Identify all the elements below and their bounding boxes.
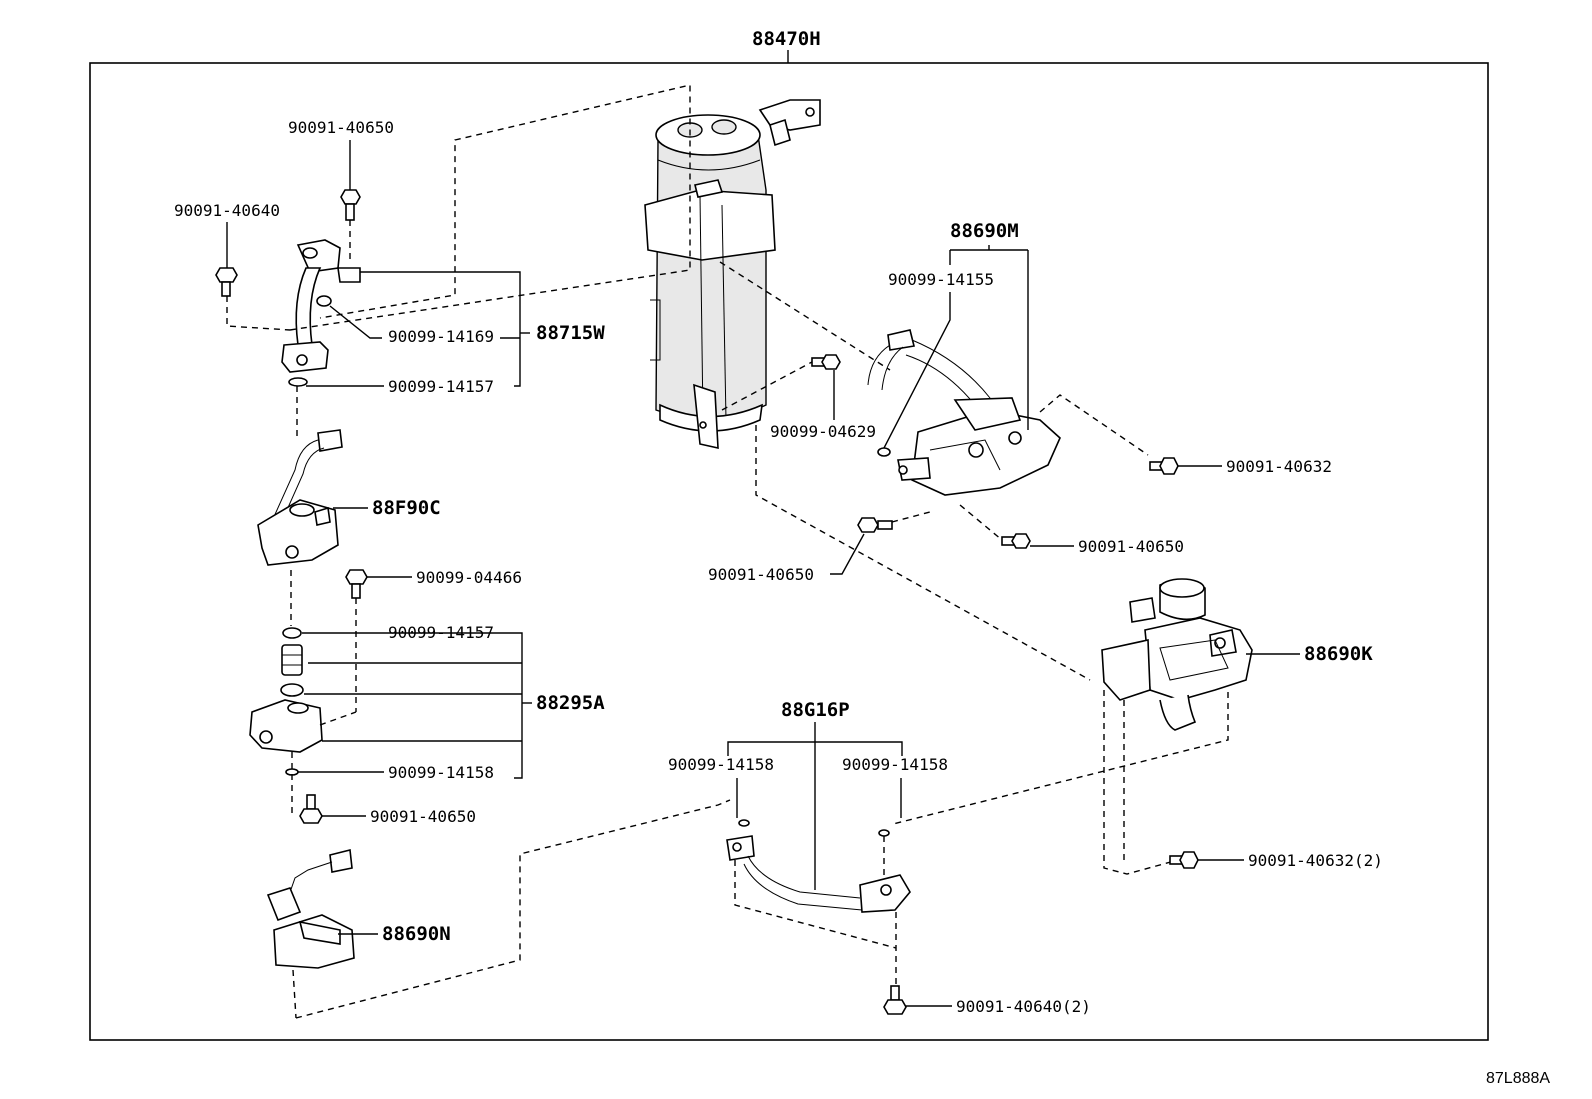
bolt-40640-2-drawing: [883, 985, 907, 1015]
label-bolt-40640-left: 90091-40640: [174, 201, 280, 220]
bolt-04466-drawing: [345, 569, 368, 599]
label-bolt-40650-mid-right: 90091-40650: [1078, 537, 1184, 556]
bolt-40632-drawing: [1149, 457, 1179, 475]
bolt-40650-mid-right-drawing: [1001, 533, 1031, 549]
dash-88690m-bolt: [1039, 394, 1149, 456]
dash-04629: [721, 361, 813, 411]
assembly-number: 88470H: [752, 28, 821, 50]
label-oring-14158-a: 90099-14158: [668, 755, 774, 774]
label-88690m: 88690M: [950, 220, 1019, 242]
dash-receiver-88690m: [719, 261, 891, 371]
leader-14155: [883, 292, 951, 449]
label-oring-14169: 90099-14169: [388, 327, 494, 346]
dash-88690k-to-88g16p: [892, 692, 1229, 825]
label-oring-14157-b: 90099-14157: [388, 623, 494, 642]
label-88f90c: 88F90C: [372, 497, 441, 519]
oring-14157-b-drawing: [282, 627, 302, 639]
label-88295a: 88295A: [536, 692, 605, 714]
dash-40640-left: [226, 296, 291, 331]
label-oring-14155: 90099-14155: [888, 270, 994, 289]
dash-88690k-bracket: [1103, 690, 1179, 875]
label-bolt-40632-2: 90091-40632(2): [1248, 851, 1383, 870]
pipe-88g16p-drawing: [726, 835, 911, 913]
label-88g16p: 88G16P: [781, 699, 850, 721]
dash-88690n-down: [292, 969, 297, 1019]
oring-14158-a-drawing: [738, 819, 750, 827]
bolt-40640-left-drawing: [215, 267, 238, 297]
bolt-40650-low-drawing: [299, 794, 323, 824]
receiver-drier-drawing: [644, 99, 821, 450]
label-bolt-40650-top: 90091-40650: [288, 118, 394, 137]
bolt-40650-top-drawing: [340, 189, 361, 221]
leader-40650-mid-left: [830, 533, 865, 575]
bolt-40632-2-drawing: [1169, 851, 1199, 869]
sensor-88690n-drawing: [266, 849, 355, 969]
bracket-88295a: [302, 632, 523, 779]
valve-block-drawing: [249, 699, 323, 753]
label-bolt-04466: 90099-04466: [416, 568, 522, 587]
bolt-40650-mid-left-drawing: [857, 517, 893, 533]
label-bolt-04629: 90099-04629: [770, 422, 876, 441]
dash-40650-mid-left: [891, 511, 931, 523]
label-oring-14158-left: 90099-14158: [388, 763, 494, 782]
bracket-88715w: [360, 271, 521, 387]
oring-large-drawing: [280, 683, 304, 697]
label-88690n: 88690N: [382, 923, 451, 945]
label-bolt-40640-2: 90091-40640(2): [956, 997, 1091, 1016]
leader-14169: [329, 305, 382, 339]
bolt-04629-drawing: [811, 354, 841, 370]
dash-40650-mid-right: [959, 504, 1003, 541]
dash-block-bolt: [319, 711, 357, 726]
label-oring-14157-a: 90099-14157: [388, 377, 494, 396]
label-bolt-40650-mid-left: 90091-40650: [708, 565, 814, 584]
label-88715w: 88715W: [536, 322, 605, 344]
oring-14157-drawing: [288, 377, 308, 387]
assembly-frame: [89, 62, 1489, 1041]
dash-88g16p-bottom: [734, 860, 897, 949]
sensor-88690k-drawing: [1101, 578, 1253, 731]
sensor-88f90c-drawing: [257, 429, 343, 566]
dash-receiver-88690k: [755, 425, 1091, 681]
label-bolt-40650-low: 90091-40650: [370, 807, 476, 826]
bracket-88690m: [949, 250, 1029, 430]
valve-core-drawing: [281, 644, 303, 676]
dash-88690n-route: [295, 799, 731, 1019]
diagram-code: 87L888A: [1486, 1070, 1550, 1087]
pipe-88690m-drawing: [867, 329, 1061, 496]
oring-14158-b-drawing: [878, 829, 890, 837]
pipe-88715w-drawing: [281, 239, 361, 373]
label-88690k: 88690K: [1304, 643, 1373, 665]
label-bolt-40632: 90091-40632: [1226, 457, 1332, 476]
label-oring-14158-b: 90099-14158: [842, 755, 948, 774]
oring-14169-drawing: [316, 295, 332, 307]
